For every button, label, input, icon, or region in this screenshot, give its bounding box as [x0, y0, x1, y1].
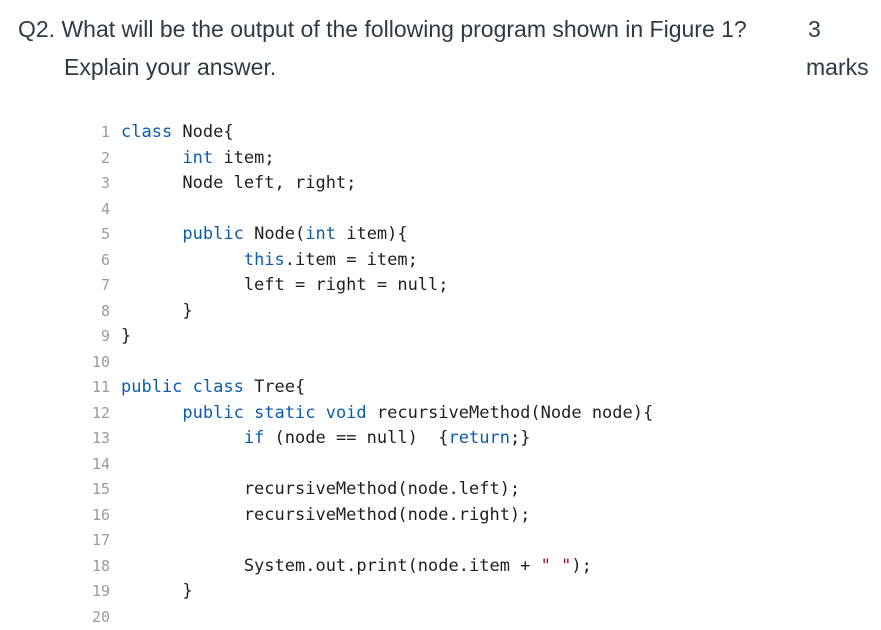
code-token: recursiveMethod(node.left); — [121, 479, 520, 499]
marks-value: 3 — [806, 10, 876, 48]
line-number: 4 — [84, 197, 121, 223]
code-line: 10 — [84, 350, 653, 376]
code-line: 9} — [84, 324, 653, 350]
marks-unit: marks — [806, 48, 876, 86]
code-text: recursiveMethod(node.right); — [121, 503, 530, 529]
code-line: 17 — [84, 528, 653, 554]
code-token: left = right = null; — [121, 275, 449, 295]
code-line: 3 Node left, right; — [84, 171, 653, 197]
code-token: } — [121, 326, 131, 346]
line-number: 11 — [84, 375, 121, 401]
code-text: public static void recursiveMethod(Node … — [121, 401, 653, 427]
code-token: } — [121, 301, 193, 321]
code-token: (node == null) { — [264, 428, 448, 448]
code-line: 2 int item; — [84, 146, 653, 172]
code-token: item; — [213, 148, 274, 168]
code-line: 16 recursiveMethod(node.right); — [84, 503, 653, 529]
code-token — [121, 148, 182, 168]
code-text: recursiveMethod(node.left); — [121, 477, 520, 503]
line-number: 17 — [84, 528, 121, 554]
code-text: } — [121, 299, 193, 325]
code-line: 18 System.out.print(node.item + " "); — [84, 554, 653, 580]
code-token: Node{ — [182, 122, 233, 142]
code-token: System.out.print(node.item + — [121, 556, 541, 576]
code-keyword: if — [244, 428, 264, 448]
code-line: 4 — [84, 197, 653, 223]
code-text: public Node(int item){ — [121, 222, 408, 248]
code-text: public class Tree{ — [121, 375, 305, 401]
line-number: 12 — [84, 401, 121, 427]
code-line: 12 public static void recursiveMethod(No… — [84, 401, 653, 427]
line-number: 15 — [84, 477, 121, 503]
line-number: 3 — [84, 171, 121, 197]
code-keyword: int — [305, 224, 336, 244]
code-token: Tree{ — [244, 377, 305, 397]
code-keyword: return — [449, 428, 510, 448]
code-line: 14 — [84, 452, 653, 478]
code-keyword: public class — [121, 377, 244, 397]
line-number: 16 — [84, 503, 121, 529]
code-line: 6 this.item = item; — [84, 248, 653, 274]
line-number: 18 — [84, 554, 121, 580]
line-number: 10 — [84, 350, 121, 376]
code-token: recursiveMethod(Node node){ — [367, 403, 654, 423]
code-string: " " — [541, 556, 572, 576]
code-text: System.out.print(node.item + " "); — [121, 554, 592, 580]
code-text: } — [121, 579, 193, 605]
line-number: 8 — [84, 299, 121, 325]
code-token — [121, 428, 244, 448]
marks-label: 3 marks — [806, 10, 876, 86]
line-number: 1 — [84, 120, 121, 146]
line-number: 7 — [84, 273, 121, 299]
code-token: item){ — [336, 224, 408, 244]
code-line: 20 — [84, 605, 653, 630]
line-number: 19 — [84, 579, 121, 605]
code-token: recursiveMethod(node.right); — [121, 505, 530, 525]
code-text: if (node == null) {return;} — [121, 426, 530, 452]
line-number: 14 — [84, 452, 121, 478]
line-number: 5 — [84, 222, 121, 248]
code-text: this.item = item; — [121, 248, 418, 274]
code-keyword: public — [182, 224, 243, 244]
line-number: 20 — [84, 605, 121, 630]
line-number: 2 — [84, 146, 121, 172]
question-text: Q2. What will be the output of the follo… — [18, 10, 788, 86]
line-number: 6 — [84, 248, 121, 274]
code-token: ); — [571, 556, 591, 576]
code-token — [121, 224, 182, 244]
code-line: 8 } — [84, 299, 653, 325]
code-token: ;} — [510, 428, 530, 448]
line-number: 13 — [84, 426, 121, 452]
code-line: 13 if (node == null) {return;} — [84, 426, 653, 452]
code-text: int item; — [121, 146, 275, 172]
code-token — [121, 250, 244, 270]
code-line: 19 } — [84, 579, 653, 605]
code-text: left = right = null; — [121, 273, 449, 299]
question-line-2: Explain your answer. — [18, 48, 788, 86]
line-number: 9 — [84, 324, 121, 350]
code-keyword: class — [121, 122, 182, 142]
code-token — [121, 403, 182, 423]
code-keyword: public static void — [182, 403, 366, 423]
code-text: Node left, right; — [121, 171, 356, 197]
code-line: 7 left = right = null; — [84, 273, 653, 299]
code-line: 5 public Node(int item){ — [84, 222, 653, 248]
code-token: Node left, right; — [121, 173, 356, 193]
code-keyword: int — [182, 148, 213, 168]
code-keyword: this — [244, 250, 285, 270]
code-token: .item = item; — [285, 250, 418, 270]
code-text: } — [121, 324, 131, 350]
code-text: class Node{ — [121, 120, 234, 146]
code-token: Node( — [244, 224, 305, 244]
code-line: 15 recursiveMethod(node.left); — [84, 477, 653, 503]
code-token: } — [121, 581, 193, 601]
question-line-1: Q2. What will be the output of the follo… — [18, 10, 788, 48]
